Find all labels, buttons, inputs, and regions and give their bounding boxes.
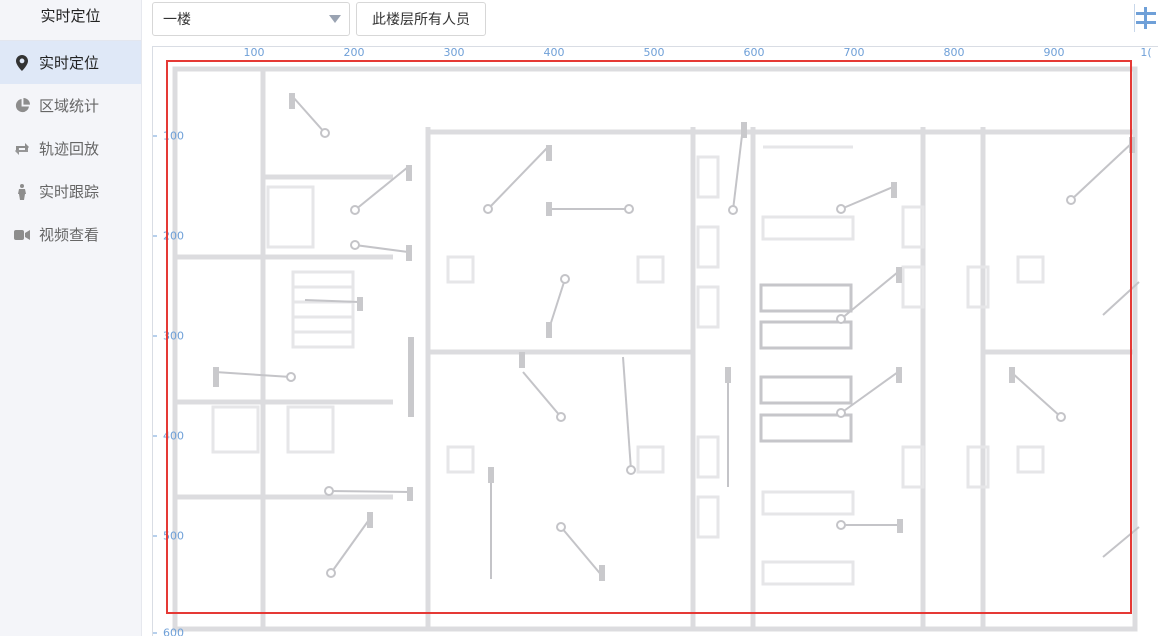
chevron-down-icon <box>329 15 341 23</box>
x-axis-tick: 600 <box>743 46 765 59</box>
floor-select[interactable]: 一楼 <box>152 2 350 36</box>
sidebar-item-area-stats[interactable]: 区域统计 <box>0 84 141 127</box>
x-axis-tick: 900 <box>1043 46 1065 59</box>
x-axis-tick: 300 <box>443 46 465 59</box>
x-axis-tick: 800 <box>943 46 965 59</box>
sidebar: 实时定位 实时定位 区域统计 轨迹回放 实时跟踪 视频查看 <box>0 0 142 636</box>
floor-map[interactable]: 100 200 300 400 500 600 700 800 900 1( 1… <box>152 46 1158 636</box>
floor-plan-drawing <box>172 66 1140 632</box>
sidebar-item-label: 实时定位 <box>39 54 100 72</box>
y-axis-tick: 300 <box>153 329 184 343</box>
x-axis-tick: 500 <box>643 46 665 59</box>
sidebar-title: 实时定位 <box>0 0 141 41</box>
all-floor-people-button[interactable]: 此楼层所有人员 <box>356 2 486 36</box>
x-axis-tick: 200 <box>343 46 365 59</box>
pie-chart-icon <box>14 98 30 114</box>
sidebar-item-track-replay[interactable]: 轨迹回放 <box>0 127 141 170</box>
map-pin-icon <box>14 54 30 71</box>
x-axis-tick: 1( <box>1140 46 1152 59</box>
sidebar-item-realtime-location[interactable]: 实时定位 <box>0 41 141 84</box>
x-axis-tick: 100 <box>243 46 265 59</box>
selection-rectangle[interactable] <box>166 60 1132 614</box>
y-axis-tick: 100 <box>153 129 184 143</box>
person-icon <box>14 183 30 200</box>
y-axis-tick: 500 <box>153 529 184 543</box>
y-axis-tick: 400 <box>153 429 184 443</box>
floor-select-value: 一楼 <box>163 12 191 28</box>
sidebar-item-label: 区域统计 <box>39 97 100 115</box>
y-axis-tick: 600 <box>153 627 184 636</box>
x-axis-tick: 700 <box>843 46 865 59</box>
video-camera-icon <box>14 227 30 243</box>
sidebar-item-label: 视频查看 <box>39 226 100 244</box>
y-axis-tick: 200 <box>153 229 184 243</box>
x-axis-tick: 400 <box>543 46 565 59</box>
replay-icon <box>14 141 30 157</box>
sidebar-item-video-view[interactable]: 视频查看 <box>0 213 141 256</box>
filter-settings-icon[interactable] <box>1134 4 1158 32</box>
sidebar-item-realtime-tracking[interactable]: 实时跟踪 <box>0 170 141 213</box>
sidebar-item-label: 实时跟踪 <box>39 183 100 201</box>
sidebar-item-label: 轨迹回放 <box>39 140 100 158</box>
